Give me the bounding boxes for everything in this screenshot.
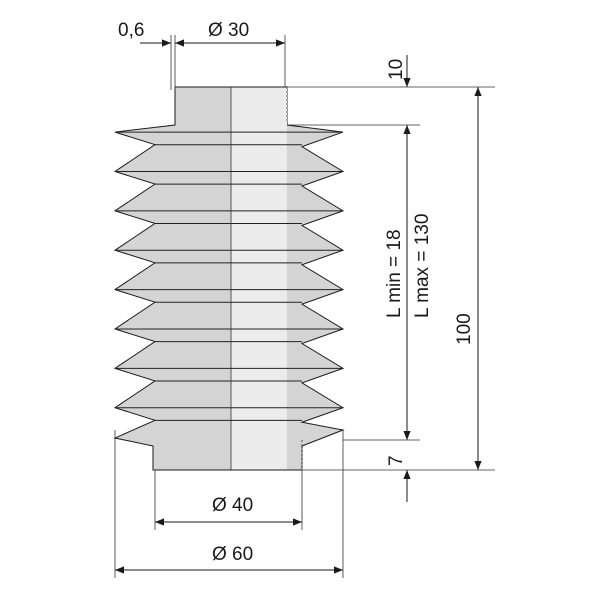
fold-lines [115, 131, 343, 421]
length-min-label: L min = 18 [384, 229, 405, 318]
extension-lines [114, 35, 495, 578]
dimension-labels: 0,6 Ø 30 10 L min = 18 L max = 130 100 7… [118, 20, 475, 565]
dimension-arrows [115, 39, 482, 574]
outer-diameter-label: Ø 60 [212, 544, 253, 565]
bottom-diameter-label: Ø 40 [212, 495, 253, 516]
top-diameter-label: Ø 30 [208, 20, 249, 41]
top-collar-label: 10 [386, 59, 407, 80]
wall-thickness-label: 0,6 [118, 20, 144, 41]
bottom-collar-label: 7 [386, 455, 407, 466]
length-max-label: L max = 130 [412, 214, 433, 318]
bellows-body [113, 86, 345, 471]
inner-bore-band [231, 87, 287, 470]
total-height-label: 100 [454, 313, 475, 345]
